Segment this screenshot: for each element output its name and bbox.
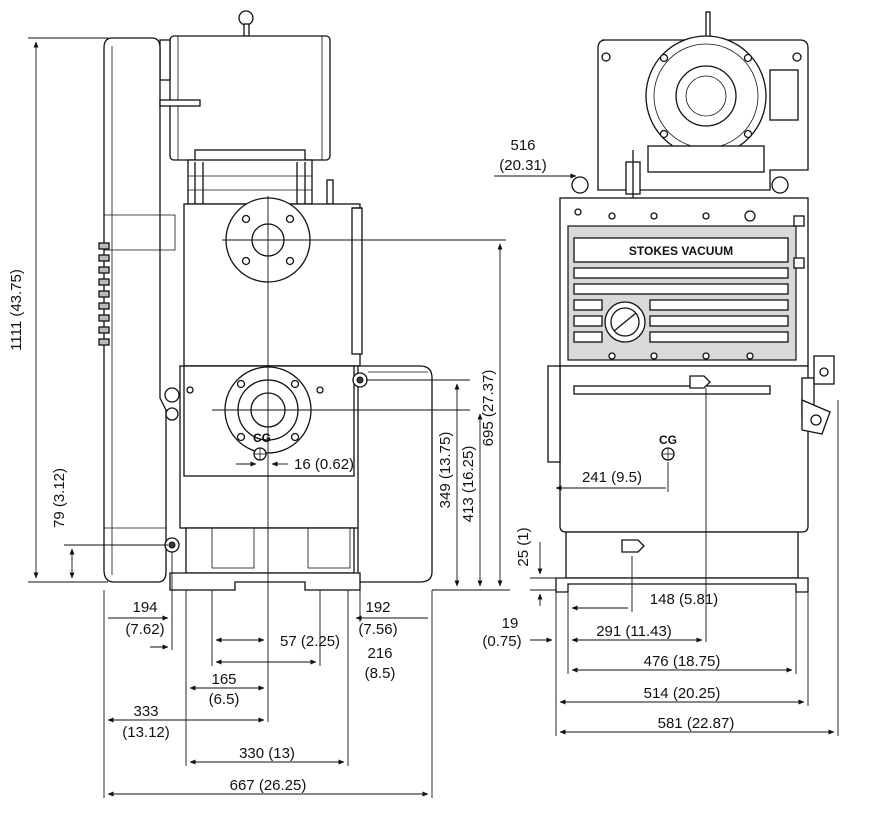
dim-476: 476 (18.75) (644, 653, 721, 670)
side-motor (159, 10, 334, 205)
dim-514: 514 (20.25) (644, 685, 721, 702)
dim-413: 413 (16.25) (460, 446, 477, 523)
dim-16: 16 (0.62) (294, 456, 354, 473)
dim-194-in: (7.62) (125, 621, 164, 638)
dim-216-in: (8.5) (365, 665, 396, 682)
dim-148: 148 (5.81) (650, 591, 718, 608)
side-view (98, 10, 433, 591)
dim-194-mm: 194 (132, 599, 157, 616)
front-motor (597, 11, 809, 200)
dim-516-in: (20.31) (499, 157, 547, 174)
dimension-labels: CG CG 1111 (43.75) 79 (3.12) 349 (13.75)… (8, 137, 734, 794)
dim-25: 25 (1) (515, 527, 532, 566)
front-view: STOKES VACUUM (547, 11, 835, 593)
dim-165-mm: 165 (211, 671, 236, 688)
dimension-lines (28, 37, 839, 798)
dim-667: 667 (26.25) (230, 777, 307, 794)
dim-333-in: (13.12) (122, 724, 170, 741)
dim-79: 79 (3.12) (51, 468, 68, 528)
dim-57: 57 (2.25) (280, 633, 340, 650)
cg-front-label: CG (659, 433, 677, 447)
brand-plate-label: STOKES VACUUM (629, 244, 733, 258)
dim-241: 241 (9.5) (582, 469, 642, 486)
guard-vents (98, 242, 110, 346)
dim-291: 291 (11.43) (596, 623, 672, 640)
dim-516-mm: 516 (510, 137, 535, 154)
dim-192-in: (7.56) (358, 621, 397, 638)
side-lower-body (104, 365, 433, 591)
dim-216-mm: 216 (367, 645, 392, 662)
front-pump-body (547, 355, 835, 593)
dim-165-in: (6.5) (209, 691, 240, 708)
dim-349: 349 (13.75) (437, 432, 454, 509)
dim-1111: 1111 (43.75) (8, 269, 25, 351)
dim-19-mm: 19 (502, 615, 519, 632)
dim-19-in: (0.75) (482, 633, 521, 650)
dim-330: 330 (13) (239, 745, 295, 762)
front-pump-head: STOKES VACUUM (559, 176, 809, 367)
side-belt-guard (98, 37, 201, 583)
side-upper-body (183, 197, 363, 367)
dim-192-mm: 192 (365, 599, 390, 616)
cg-side-label: CG (253, 431, 271, 445)
dim-695: 695 (27.37) (480, 370, 497, 447)
dim-581: 581 (22.87) (658, 715, 735, 732)
dim-333-mm: 333 (133, 703, 158, 720)
